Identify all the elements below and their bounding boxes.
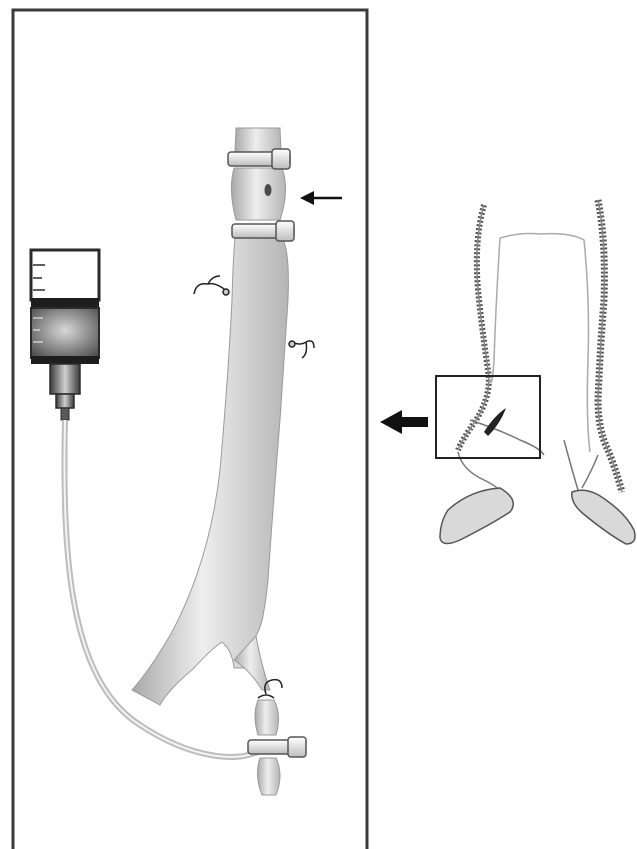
syringe-fluid-chamber [31,308,99,358]
animal-inner-body [500,234,590,453]
arrow-left-icon [300,191,342,205]
vessel-clamp-upper [228,149,290,169]
vessel-trunk [132,238,288,705]
vessel-lower-segment [255,700,279,735]
animal-right-flank [598,200,622,492]
ligature-suture-left [194,276,229,295]
syringe-nozzle-upper [50,364,80,394]
vessel-isolated-segment [231,168,285,220]
animal-right-leg [564,440,598,490]
vessel-incision [265,184,272,196]
syringe-bottom-band [31,356,99,364]
animal-overview [436,200,635,544]
ligature-suture-right [289,341,314,358]
vessel-bottom-stub [257,758,280,795]
animal-left-flank [458,205,489,450]
animal-left-leg [458,420,544,492]
vessel-clamp-lower [248,737,306,757]
syringe-plunger-band [31,298,99,308]
syringe-nozzle-mid [56,394,74,408]
syringe-barrel-top [31,250,99,300]
syringe-nozzle-tip [61,408,69,420]
syringe [31,250,99,420]
arrow-left-icon [380,410,428,434]
vessel-clamp-middle [232,221,294,241]
